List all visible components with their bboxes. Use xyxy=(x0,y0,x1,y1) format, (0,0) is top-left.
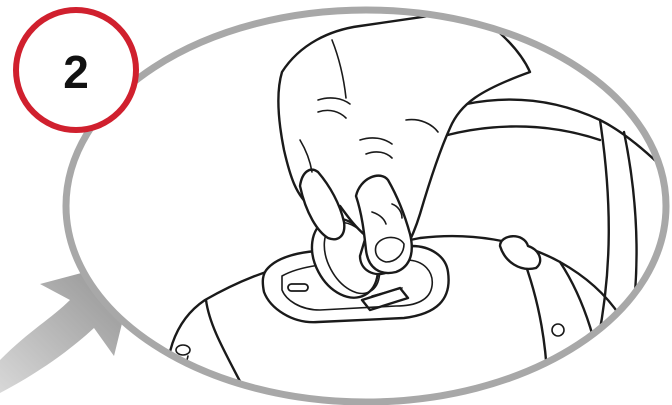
step-badge-icon: 2 xyxy=(16,10,136,130)
cover-screw-slot xyxy=(288,284,308,291)
step-number: 2 xyxy=(63,46,89,98)
